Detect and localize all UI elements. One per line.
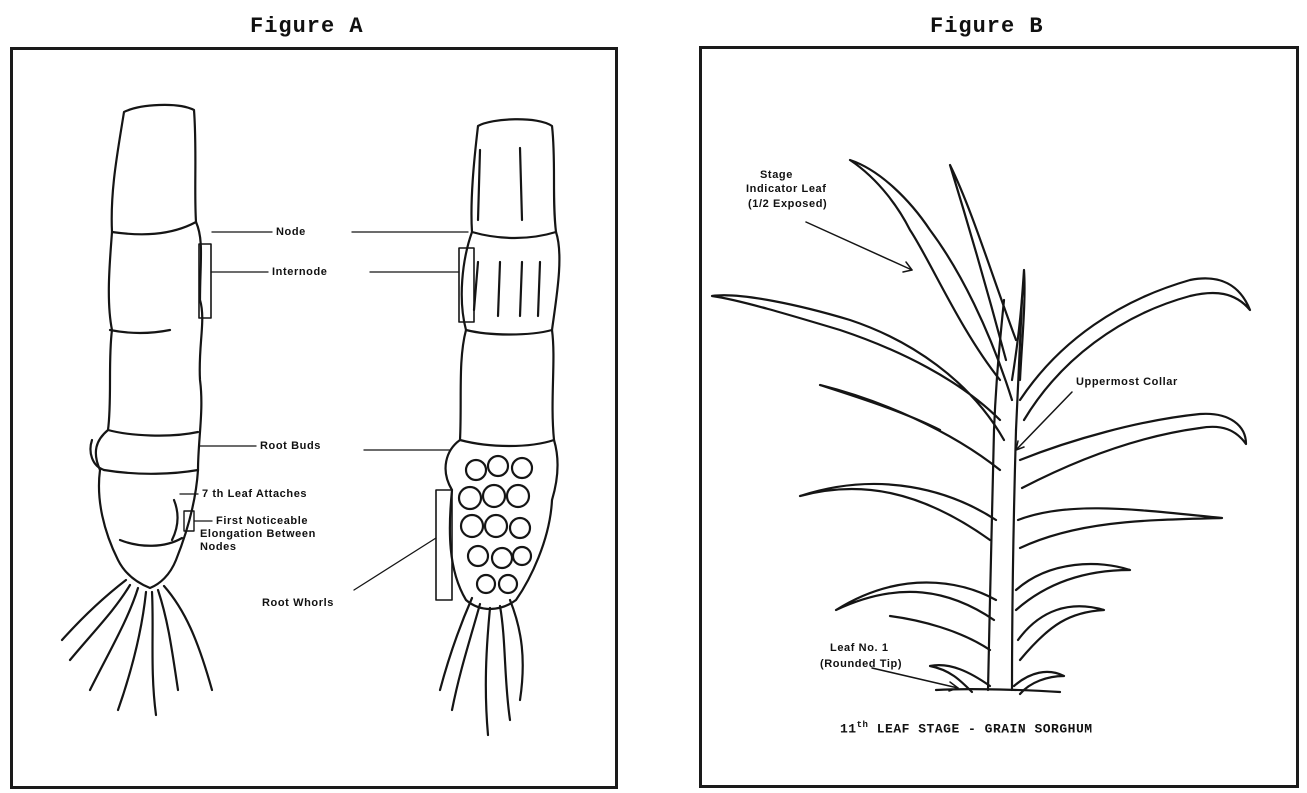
label-stage-line2: Indicator Leaf [746,183,827,196]
label-uppermost-collar: Uppermost Collar [1076,376,1178,389]
label-node: Node [276,226,306,239]
label-stage-line1: Stage [760,169,793,182]
caption-suffix: th [857,720,869,730]
label-root-whorls: Root Whorls [262,597,334,610]
label-elongation-line1: First Noticeable [216,515,308,528]
stem-drawing-right [440,119,559,735]
label-leaf-attaches: 7 th Leaf Attaches [202,488,307,501]
stem-drawing-left [62,105,212,715]
label-elongation-line2: Elongation Between [200,528,316,541]
caption-text: LEAF STAGE - GRAIN SORGHUM [877,721,1093,736]
label-elongation-line3: Nodes [200,541,237,554]
label-internode: Internode [272,266,328,279]
label-leaf1-line2: (Rounded Tip) [820,658,902,671]
label-root-buds: Root Buds [260,440,321,453]
caption-leaf-number: 11 [840,721,857,736]
label-stage-line3: (1/2 Exposed) [748,198,827,211]
figure-b-leader-lines [806,222,1072,691]
sorghum-plant-drawing [712,160,1250,694]
figure-b-caption: 11th LEAF STAGE - GRAIN SORGHUM [840,720,1093,736]
label-leaf1-line1: Leaf No. 1 [830,642,889,655]
